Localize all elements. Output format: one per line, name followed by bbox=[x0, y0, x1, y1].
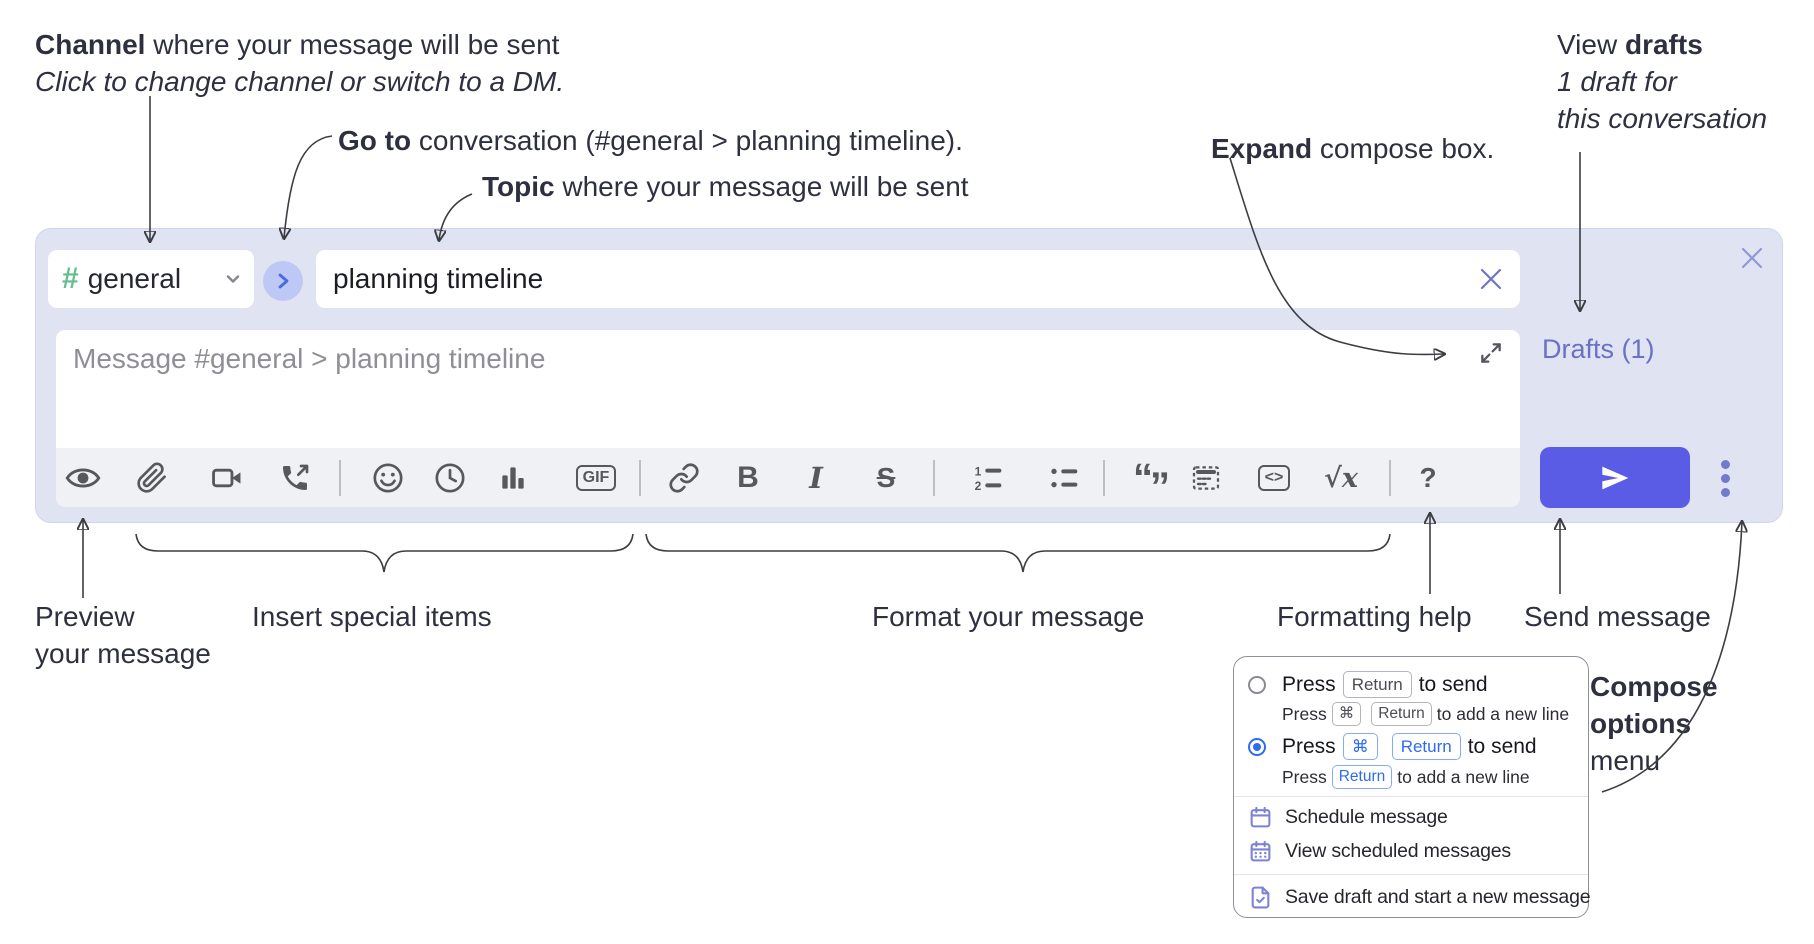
channel-hash-icon: # bbox=[62, 262, 79, 295]
clear-topic-icon[interactable] bbox=[1478, 266, 1504, 292]
attach-paperclip-icon[interactable] bbox=[128, 454, 176, 502]
message-area bbox=[56, 330, 1520, 448]
compose-options-menu-icon[interactable] bbox=[1712, 452, 1738, 504]
calendar-icon bbox=[1250, 806, 1271, 828]
cmd-enter-sends-subtext: Press Return to add a new line bbox=[1282, 765, 1530, 789]
link-icon[interactable] bbox=[660, 454, 708, 502]
topic-annotation: Topic where your message will be sent bbox=[482, 171, 969, 202]
svg-text:1: 1 bbox=[975, 464, 982, 478]
strikethrough-icon[interactable]: S bbox=[876, 462, 896, 493]
bulleted-list-icon[interactable] bbox=[1040, 454, 1088, 502]
popup-divider bbox=[1234, 874, 1588, 875]
goto-annotation: Go to conversation (#general > planning … bbox=[338, 125, 963, 156]
toolbar-separator bbox=[1389, 460, 1391, 496]
expand-annotation: Expand compose box. bbox=[1211, 133, 1495, 164]
compose-toolbar bbox=[56, 448, 1520, 507]
goto-connector-curve bbox=[284, 135, 333, 238]
cmd-key: ⌘ bbox=[1342, 733, 1378, 760]
toolbar-separator bbox=[1103, 460, 1105, 496]
view-scheduled-messages-item[interactable]: View scheduled messages bbox=[1248, 839, 1511, 864]
calendar-list-icon bbox=[1250, 840, 1271, 862]
save-draft-item[interactable]: Save draft and start a new message bbox=[1248, 885, 1591, 910]
schedule-message-item[interactable]: Schedule message bbox=[1248, 805, 1448, 830]
insert-label: Insert special items bbox=[252, 601, 492, 632]
return-key: Return bbox=[1342, 671, 1412, 698]
return-key: Return bbox=[1371, 702, 1432, 726]
numbered-list-icon[interactable]: 1 2 bbox=[964, 454, 1012, 502]
svg-text:2: 2 bbox=[975, 479, 982, 493]
toolbar-separator bbox=[933, 460, 935, 496]
topic-field bbox=[316, 250, 1520, 308]
italic-icon[interactable]: I bbox=[809, 461, 823, 495]
return-key: Return bbox=[1331, 765, 1393, 789]
send-message-label: Send message bbox=[1524, 601, 1711, 632]
toolbar-separator bbox=[639, 460, 641, 496]
toolbar-separator bbox=[339, 460, 341, 496]
time-clock-icon[interactable] bbox=[426, 454, 474, 502]
math-icon[interactable]: √x bbox=[1324, 462, 1358, 494]
expand-compose-icon[interactable] bbox=[1478, 340, 1506, 368]
popup-divider bbox=[1234, 796, 1588, 797]
message-input[interactable] bbox=[56, 330, 1520, 448]
audio-call-icon[interactable] bbox=[271, 454, 319, 502]
enter-sends-option[interactable]: Press Return to send bbox=[1248, 671, 1488, 698]
formatting-help-icon[interactable]: ? bbox=[1419, 462, 1437, 493]
formatting-help-label: Formatting help bbox=[1277, 601, 1472, 632]
insert-brace bbox=[135, 533, 634, 573]
cmd-key: ⌘ bbox=[1331, 702, 1362, 726]
close-compose-icon[interactable] bbox=[1738, 244, 1766, 272]
video-call-icon[interactable] bbox=[203, 454, 251, 502]
topic-input[interactable] bbox=[316, 250, 1520, 308]
poll-bar-chart-icon[interactable] bbox=[489, 454, 537, 502]
chevron-down-icon bbox=[224, 270, 242, 288]
send-button[interactable] bbox=[1540, 447, 1690, 508]
channel-selector[interactable]: # general bbox=[48, 250, 254, 308]
code-icon[interactable]: <> bbox=[1250, 454, 1298, 502]
drafts-link[interactable]: Drafts (1) bbox=[1542, 334, 1655, 364]
go-to-conversation-button[interactable] bbox=[263, 261, 303, 301]
send-plane-icon bbox=[1602, 466, 1629, 489]
quote-icon[interactable]: “” bbox=[1133, 456, 1170, 509]
gif-icon[interactable]: GIF bbox=[572, 454, 620, 502]
format-label: Format your message bbox=[872, 601, 1145, 632]
compose-options-label: Compose options menu bbox=[1590, 671, 1718, 776]
preview-eye-icon[interactable] bbox=[59, 454, 107, 502]
preview-label: Preview your message bbox=[35, 601, 211, 669]
spoiler-icon[interactable] bbox=[1182, 454, 1230, 502]
enter-sends-subtext: Press ⌘ Return to add a new line bbox=[1282, 702, 1569, 726]
format-brace bbox=[645, 533, 1391, 573]
document-check-icon bbox=[1251, 886, 1270, 909]
chevron-right-icon bbox=[278, 273, 289, 289]
channel-name: general bbox=[87, 263, 182, 294]
bold-icon[interactable]: B bbox=[737, 461, 759, 494]
cmd-enter-sends-option[interactable]: Press ⌘ Return to send bbox=[1248, 733, 1537, 760]
radio-unselected[interactable] bbox=[1248, 675, 1266, 694]
return-key: Return bbox=[1391, 733, 1461, 760]
compose-options-popup: Press Return to send Press ⌘ Return to a… bbox=[1233, 656, 1591, 918]
emoji-smiley-icon[interactable] bbox=[364, 454, 412, 502]
channel-annotation: Channel where your message will be sent … bbox=[35, 29, 565, 97]
view-drafts-annotation: View drafts 1 draft for this conversatio… bbox=[1557, 29, 1768, 134]
radio-selected[interactable] bbox=[1248, 737, 1266, 756]
